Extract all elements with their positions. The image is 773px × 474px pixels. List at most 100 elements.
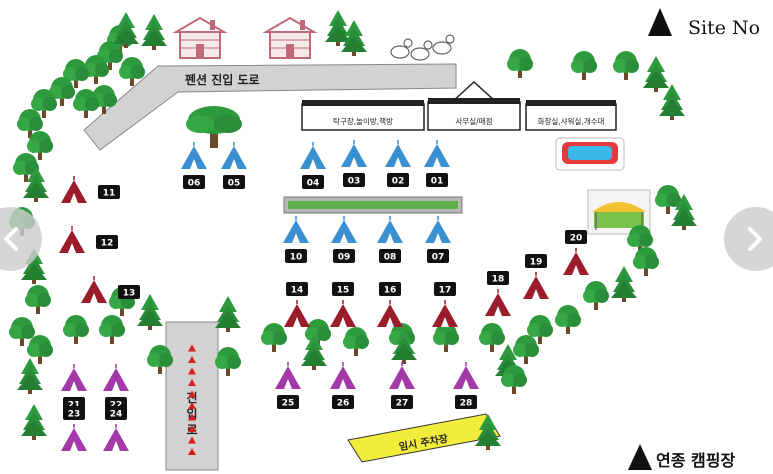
site-number: 26: [337, 399, 350, 409]
site-number: 15: [337, 286, 350, 296]
tent-icon: [103, 428, 129, 451]
campsite-07[interactable]: 07: [425, 216, 451, 263]
site-number-badge: [332, 282, 354, 296]
hedge-row: [283, 196, 463, 214]
tent-door: [293, 317, 301, 327]
tent-icon: [103, 368, 129, 391]
tent-door: [433, 157, 441, 167]
site-number-badge: [455, 395, 477, 409]
site-number-badge: [285, 249, 307, 263]
pine-tree: [137, 294, 163, 330]
site-number-badge: [434, 282, 456, 296]
tent-door: [309, 159, 317, 169]
camp-name-text: 연종 캠핑장: [656, 451, 735, 470]
prev-image-button[interactable]: [0, 207, 42, 271]
campsite-08[interactable]: 08: [377, 216, 403, 263]
entrance-arrows: [188, 344, 196, 455]
big-tree: [186, 106, 242, 148]
tent-door: [339, 379, 347, 389]
campsite-21[interactable]: 21: [61, 364, 87, 411]
campsite-19[interactable]: 19: [523, 254, 549, 299]
campsite-06[interactable]: 06: [181, 142, 207, 189]
site-number-badge: [118, 285, 140, 299]
campsite-12[interactable]: 12: [59, 226, 118, 253]
tent-door: [70, 193, 78, 203]
site-number: 03: [348, 177, 361, 187]
site-number-badge: [105, 406, 127, 420]
pine-tree: [643, 56, 669, 92]
site-number-badge: [286, 282, 308, 296]
entrance-arrow: [188, 356, 196, 363]
campsite-15[interactable]: 15: [330, 282, 356, 327]
site-number: 05: [228, 179, 241, 189]
site-title-text: Site No: [688, 17, 760, 39]
entrance-arrow: [188, 413, 196, 421]
tree: [63, 315, 89, 344]
entrance-arrow: [188, 425, 196, 432]
site-number: 01: [431, 177, 444, 187]
pine-tree: [659, 84, 685, 120]
tent-icon: [563, 252, 589, 275]
campsite-25[interactable]: 25: [275, 362, 301, 409]
tent-door: [70, 381, 78, 391]
campsite-09[interactable]: 09: [331, 216, 357, 263]
site-number-badge: [96, 235, 118, 249]
site-number: 28: [460, 399, 473, 409]
entrance-arrow: [188, 402, 196, 409]
campsite-13[interactable]: 13: [81, 276, 140, 303]
next-image-button[interactable]: [724, 207, 773, 271]
campsite-11[interactable]: 11: [61, 176, 120, 203]
campsite-10[interactable]: 10: [283, 216, 309, 263]
campsite-02[interactable]: 02: [385, 140, 411, 187]
site-number-badge: [379, 282, 401, 296]
campsite-17[interactable]: 17: [432, 282, 458, 327]
chevron-left-icon: [4, 227, 18, 251]
playground-canopy: [587, 189, 651, 235]
campsite-26[interactable]: 26: [330, 362, 356, 409]
tree: [215, 347, 241, 376]
campsite-01[interactable]: 01: [424, 140, 450, 187]
tree: [99, 315, 125, 344]
campsite-28[interactable]: 28: [453, 362, 479, 409]
entrance-arrow: [188, 344, 196, 352]
site-number: 04: [307, 179, 320, 189]
camp-name: 연종 캠핑장: [628, 444, 735, 470]
temporary-parking: 임시 주차장: [347, 413, 501, 463]
site-number: 11: [103, 189, 116, 199]
pension-house: [172, 16, 228, 59]
tent-icon: [61, 368, 87, 391]
tree: [343, 327, 369, 356]
pension-houses: [172, 16, 318, 59]
tent-icon: [341, 144, 367, 167]
site-number-badge: [277, 395, 299, 409]
campsite-20[interactable]: 20: [563, 230, 589, 275]
campsite-22[interactable]: 22: [103, 364, 129, 411]
tent-icon: [377, 304, 403, 327]
campsite-05[interactable]: 05: [221, 142, 247, 189]
chevron-right-icon: [748, 227, 762, 251]
building-office-label: 사무실/매점: [455, 116, 492, 126]
campsite-04[interactable]: 04: [300, 142, 326, 189]
campsite-14[interactable]: 14: [284, 282, 310, 327]
site-number-badge: [98, 185, 120, 199]
duck-decoration: [390, 34, 455, 61]
site-number: 16: [384, 286, 397, 296]
tent-door: [90, 293, 98, 303]
campsite-18[interactable]: 18: [485, 271, 511, 316]
tent-door: [350, 157, 358, 167]
campsite-03[interactable]: 03: [341, 140, 367, 187]
campsite-23[interactable]: 23: [61, 406, 87, 451]
site-number: 27: [396, 399, 409, 409]
swimming-pool: [555, 137, 625, 171]
tent-icon: [330, 304, 356, 327]
site-number-badge: [387, 173, 409, 187]
tent-door: [112, 441, 120, 451]
site-number: 25: [282, 399, 295, 409]
site-number-badge: [223, 175, 245, 189]
campsite-27[interactable]: 27: [389, 362, 415, 409]
entrance-arrow: [188, 448, 196, 455]
campsite-24[interactable]: 24: [103, 406, 129, 451]
tent-icon: [425, 220, 451, 243]
tent-icon: [485, 293, 511, 316]
campsite-16[interactable]: 16: [377, 282, 403, 327]
